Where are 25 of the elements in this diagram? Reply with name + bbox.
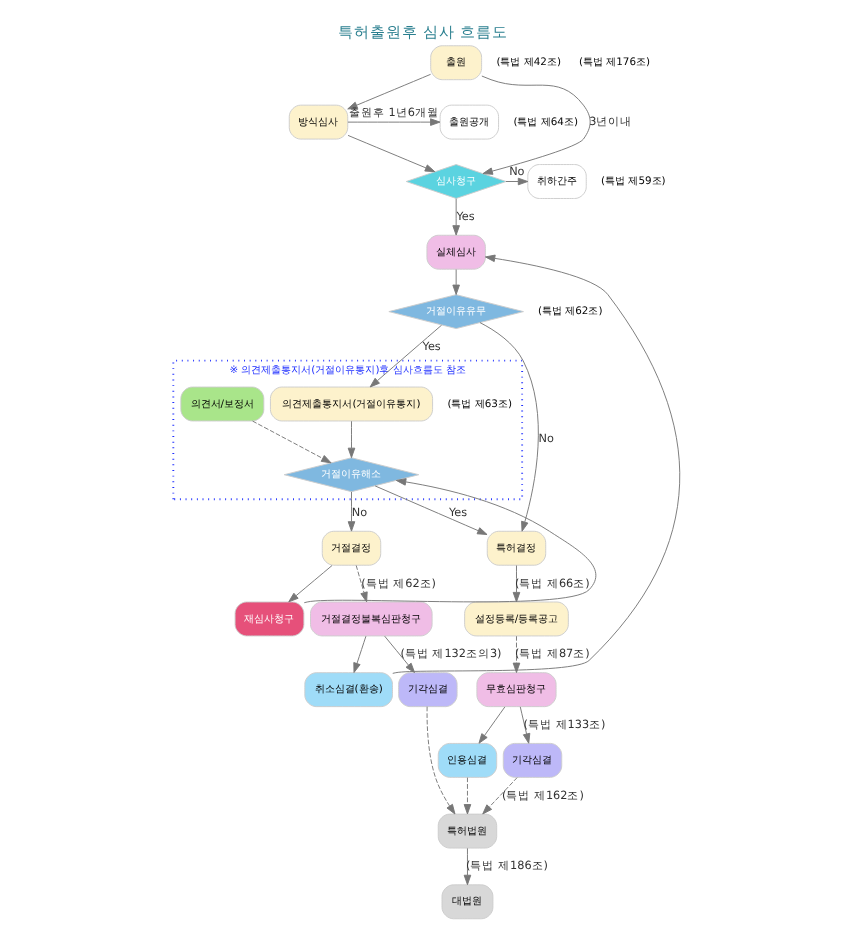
arrow bbox=[374, 485, 488, 535]
arrow bbox=[369, 324, 443, 388]
arrow bbox=[512, 635, 521, 673]
arrow bbox=[347, 491, 356, 532]
arrow bbox=[347, 118, 441, 126]
arrow bbox=[452, 198, 460, 236]
arrow bbox=[252, 420, 332, 464]
arrow bbox=[519, 706, 531, 744]
arrow bbox=[479, 322, 539, 532]
arrow bbox=[463, 777, 472, 815]
arrow bbox=[303, 478, 597, 604]
arrow bbox=[347, 134, 436, 173]
arrow bbox=[482, 777, 518, 815]
arrow bbox=[392, 254, 681, 674]
arrow bbox=[347, 420, 356, 459]
arrow bbox=[481, 75, 591, 175]
arrow bbox=[512, 565, 521, 603]
arrow bbox=[384, 635, 416, 673]
arrow bbox=[505, 177, 529, 186]
arrow bbox=[478, 706, 506, 744]
arrow bbox=[452, 269, 460, 295]
arrow bbox=[288, 565, 333, 603]
arrow bbox=[426, 706, 456, 815]
arrow bbox=[355, 565, 368, 603]
arrow bbox=[353, 635, 367, 673]
